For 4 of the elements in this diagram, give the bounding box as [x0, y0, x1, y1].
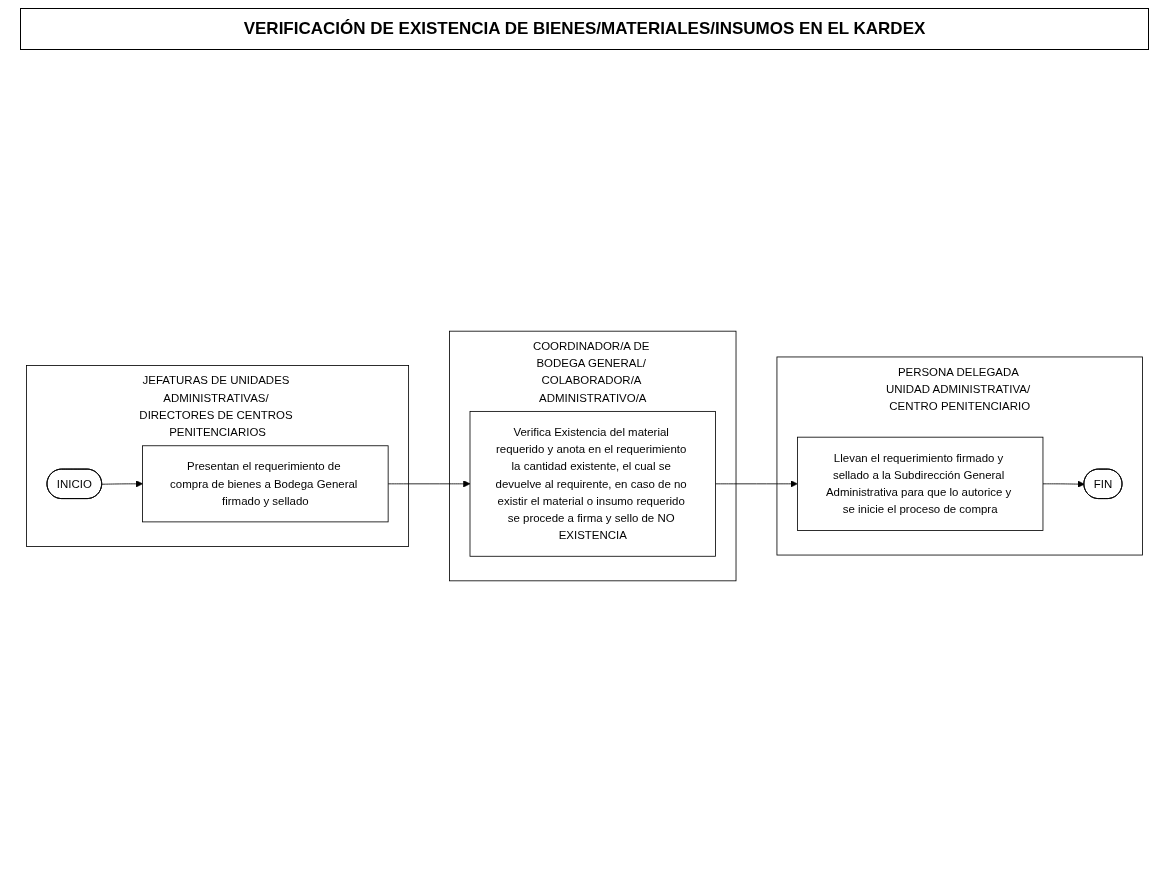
diagram-title: VERIFICACIÓN DE EXISTENCIA DE BIENES/MATERIALES/INSUMOS EN EL KARDEX: [20, 8, 1149, 50]
node-box: Llevan el requerimiento firmado y sellado a la Subdirección General Administrativa para que lo autorice y se inicie el proceso de compra: [797, 436, 1044, 531]
node-box: Presentan el requerimiento de compra de bienes a Bodega General firmado y sellado: [142, 445, 389, 523]
node-box: Verifica Existencia del material requerido y anota en el requerimiento la cantidad existente, el cual se devuelve al requirente, en caso de no existir el material o insumo requerido se procede a firma y sello de NO EXISTENCIA: [469, 410, 716, 557]
